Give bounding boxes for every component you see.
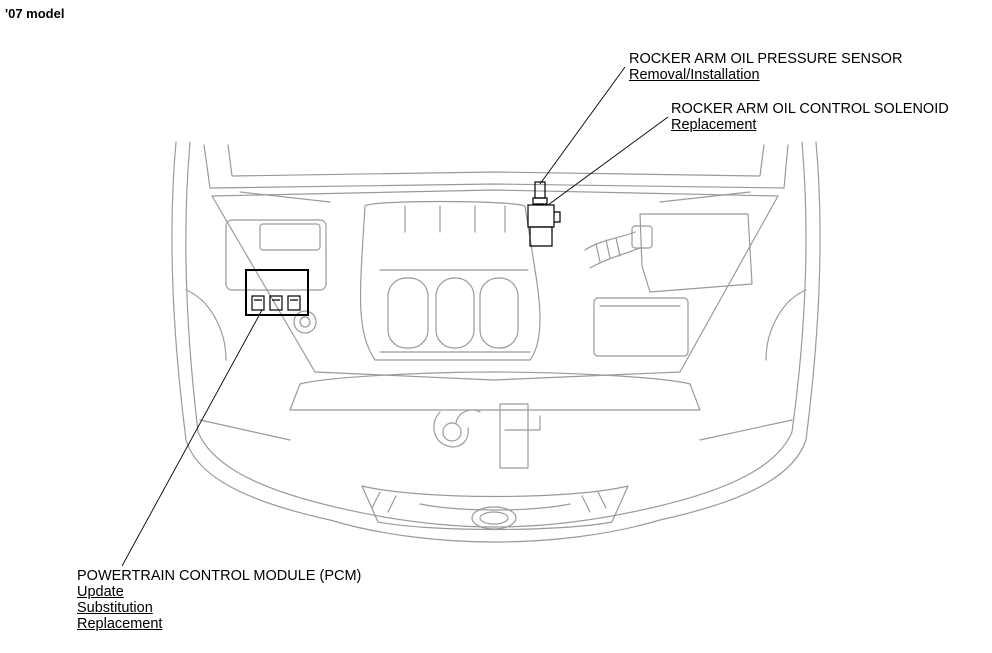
pcm-connector-2 [269,295,283,311]
hood-inner [227,144,765,177]
air-cleaner-box [639,213,753,293]
oil-control-solenoid [527,204,555,228]
callout-title: POWERTRAIN CONTROL MODULE (PCM) [77,568,362,584]
link-update[interactable]: Update [77,584,124,600]
link-substitution[interactable]: Substitution [77,600,153,616]
callout-title: ROCKER ARM OIL PRESSURE SENSOR [629,51,903,67]
oil-filler-cap [433,409,481,448]
leader-line-pcm [121,309,263,567]
engine-cover [359,200,541,361]
hood-outline [203,144,789,189]
fuse-box [225,219,327,291]
engine-bay-opening [211,189,779,381]
car-body-inner-outline [185,141,807,528]
link-replacement[interactable]: Replacement [77,616,163,632]
link-removal-installation[interactable]: Removal/Installation [629,67,760,83]
pcm-connector-1 [251,295,265,311]
callout-title: ROCKER ARM OIL CONTROL SOLENOID [671,101,949,117]
callout-rocker-arm-oil-pressure-sensor: ROCKER ARM OIL PRESSURE SENSOR Removal/I… [629,51,902,83]
callout-powertrain-control-module: POWERTRAIN CONTROL MODULE (PCM) Update S… [77,568,361,632]
leader-line-solenoid [547,116,669,206]
pcm-highlight-box [245,269,309,316]
model-label: '07 model [5,6,65,21]
front-grille [361,485,629,531]
emblem [471,506,517,530]
leader-line-sensor [539,66,626,185]
pcm-connector-3 [287,295,301,311]
link-replacement[interactable]: Replacement [671,117,757,133]
battery [593,297,689,357]
callout-rocker-arm-oil-control-solenoid: ROCKER ARM OIL CONTROL SOLENOID Replacem… [671,101,949,133]
car-body-outline [171,141,821,543]
intake-hose [584,231,641,269]
